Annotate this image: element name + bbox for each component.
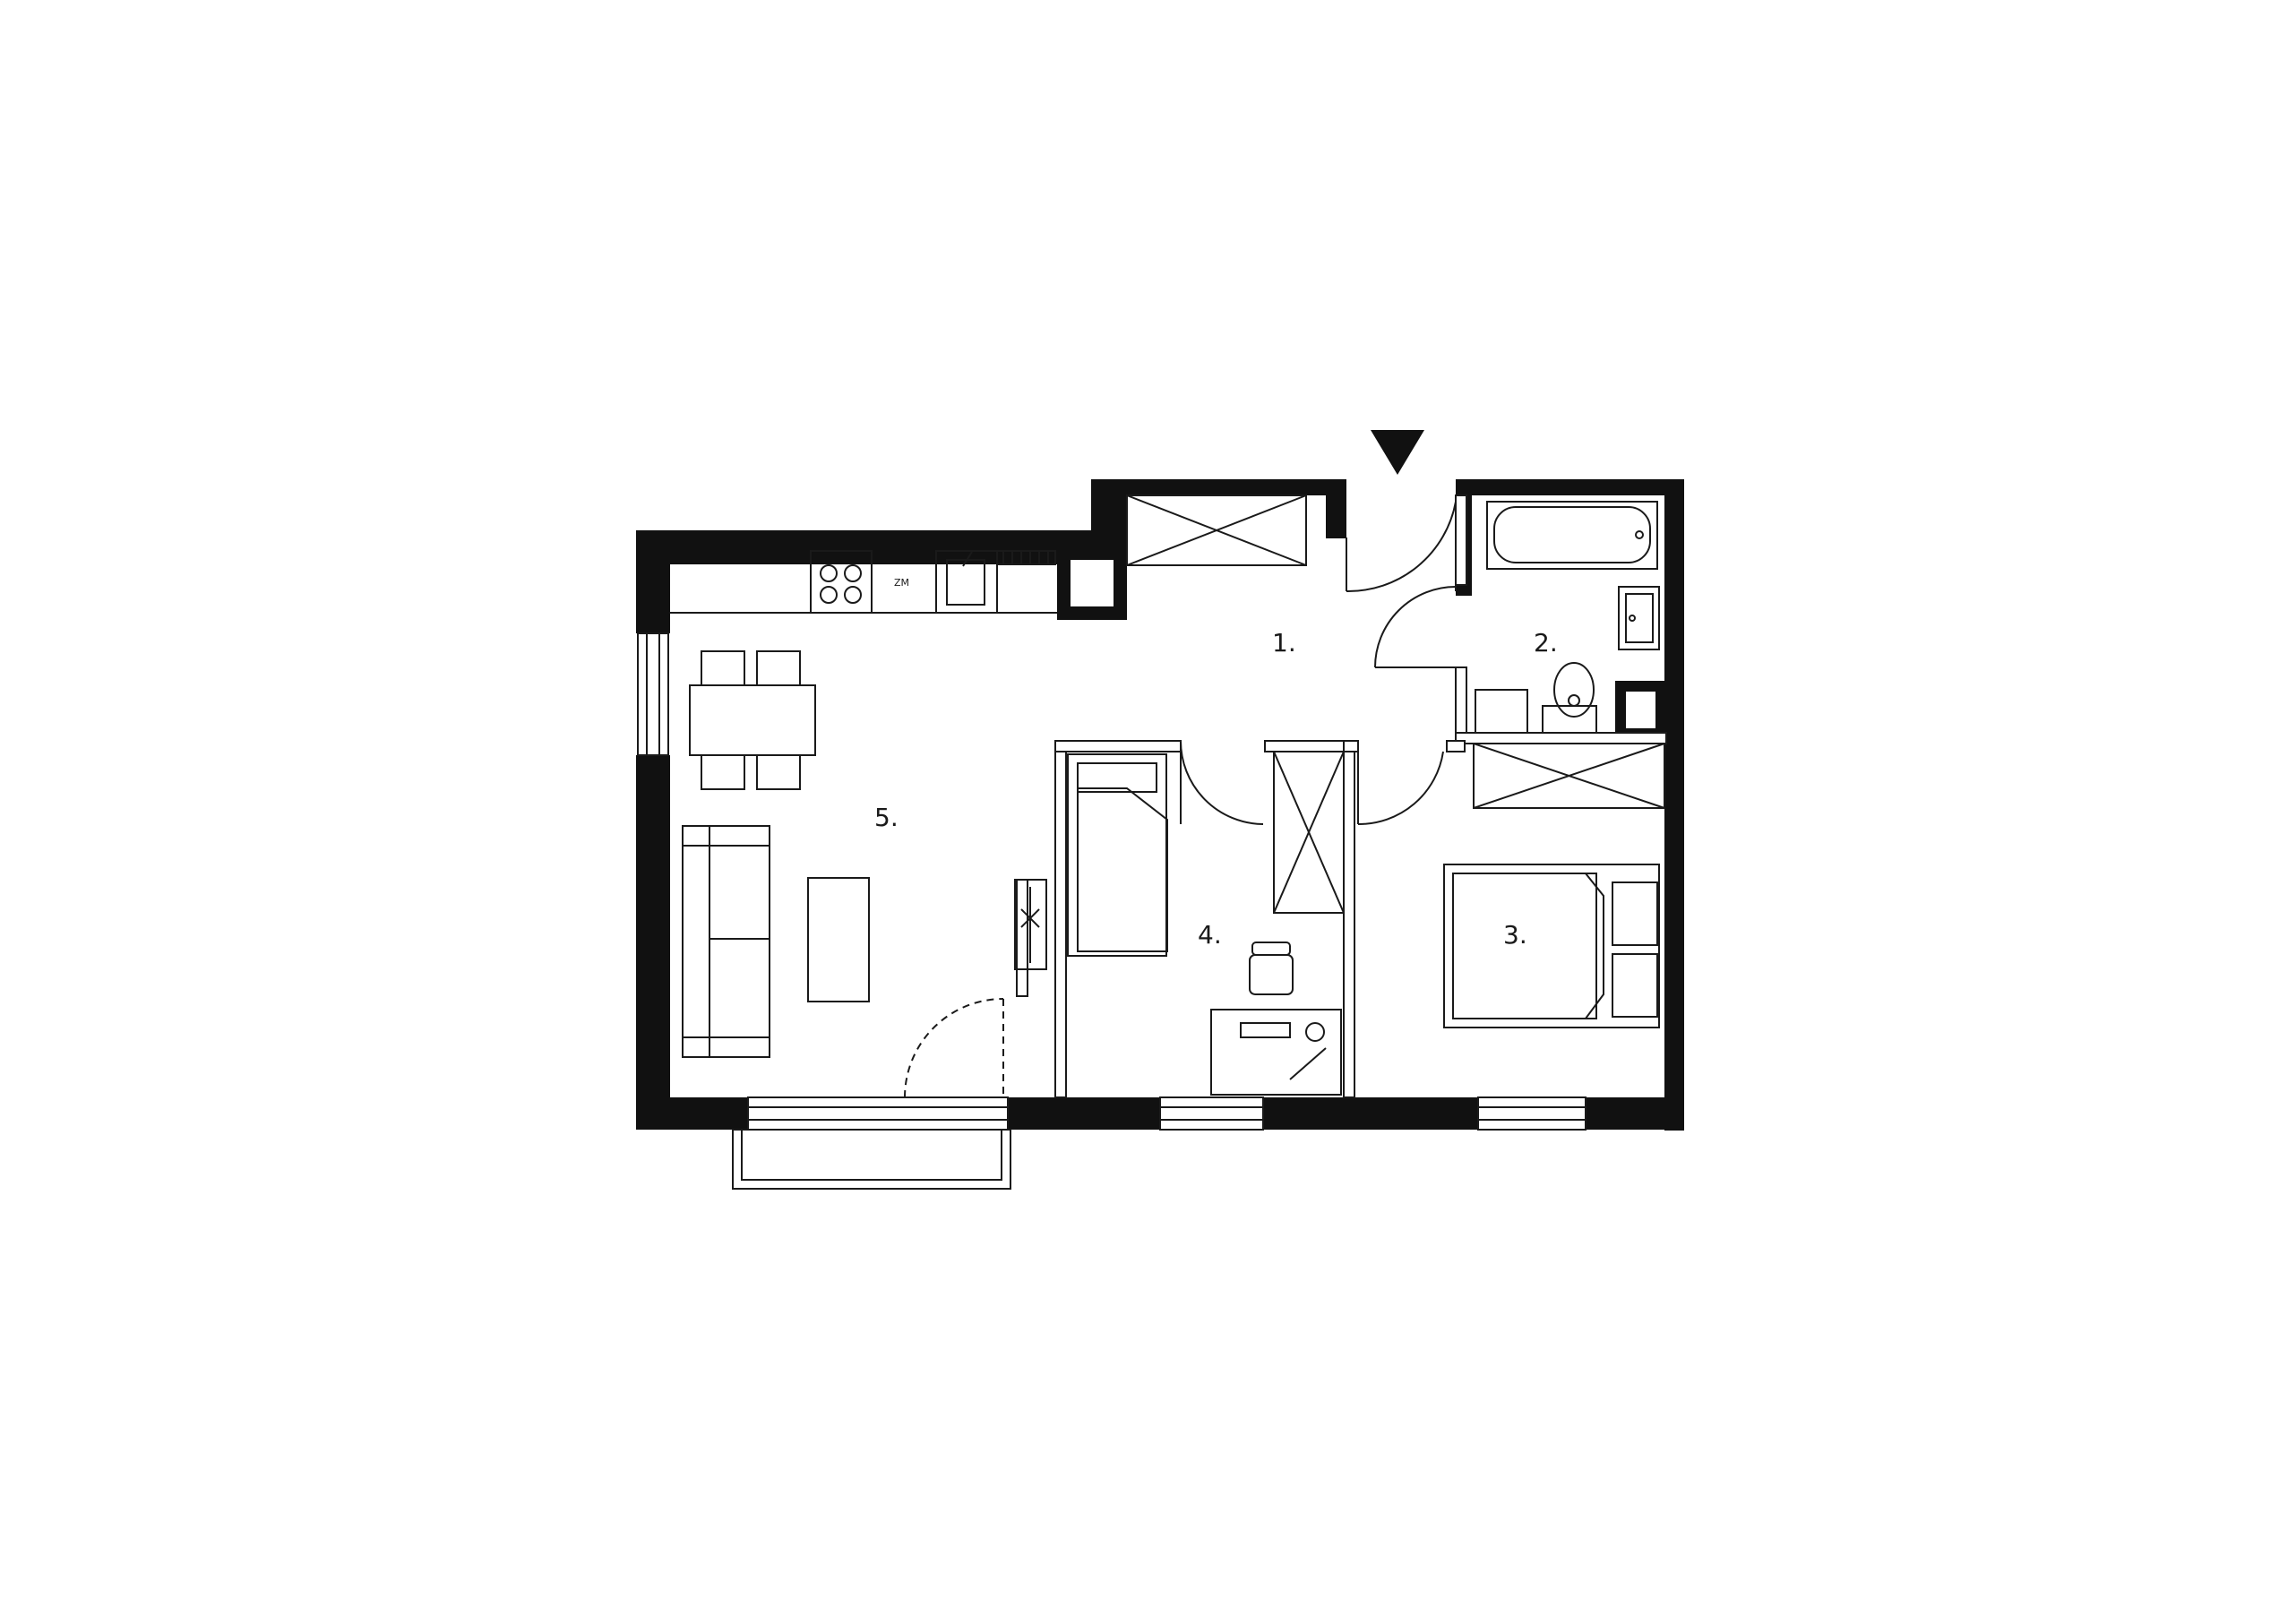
sofa	[682, 825, 770, 1058]
kitchen-counter	[670, 550, 1057, 614]
windows	[637, 632, 1587, 1131]
room-label-living-kitchen: 5.	[874, 803, 899, 832]
room-label-bedroom: 3.	[1503, 920, 1527, 950]
entrance-arrow	[1371, 430, 1424, 475]
washer-mark: ZM	[894, 577, 909, 589]
room-label-hall: 1.	[1272, 628, 1296, 658]
hall-wardrobe	[1126, 494, 1345, 914]
doors	[904, 501, 1457, 1098]
room-label-bathroom: 2.	[1534, 628, 1558, 658]
bathroom-fixtures	[1475, 501, 1660, 734]
kitchen-shaft	[1071, 560, 1114, 606]
partition-walls	[1016, 494, 1667, 1098]
tv-stand	[1014, 879, 1047, 970]
office-furniture	[1067, 753, 1342, 1096]
bathroom-shaft	[1626, 692, 1655, 728]
entrance-pillar	[1326, 495, 1346, 538]
balcony	[732, 1129, 1011, 1190]
exterior-walls	[636, 479, 1684, 1131]
bedroom-furniture	[1443, 743, 1665, 1028]
dining-set	[689, 650, 816, 790]
room-label-office: 4.	[1198, 920, 1222, 950]
coffee-table	[807, 877, 870, 1002]
